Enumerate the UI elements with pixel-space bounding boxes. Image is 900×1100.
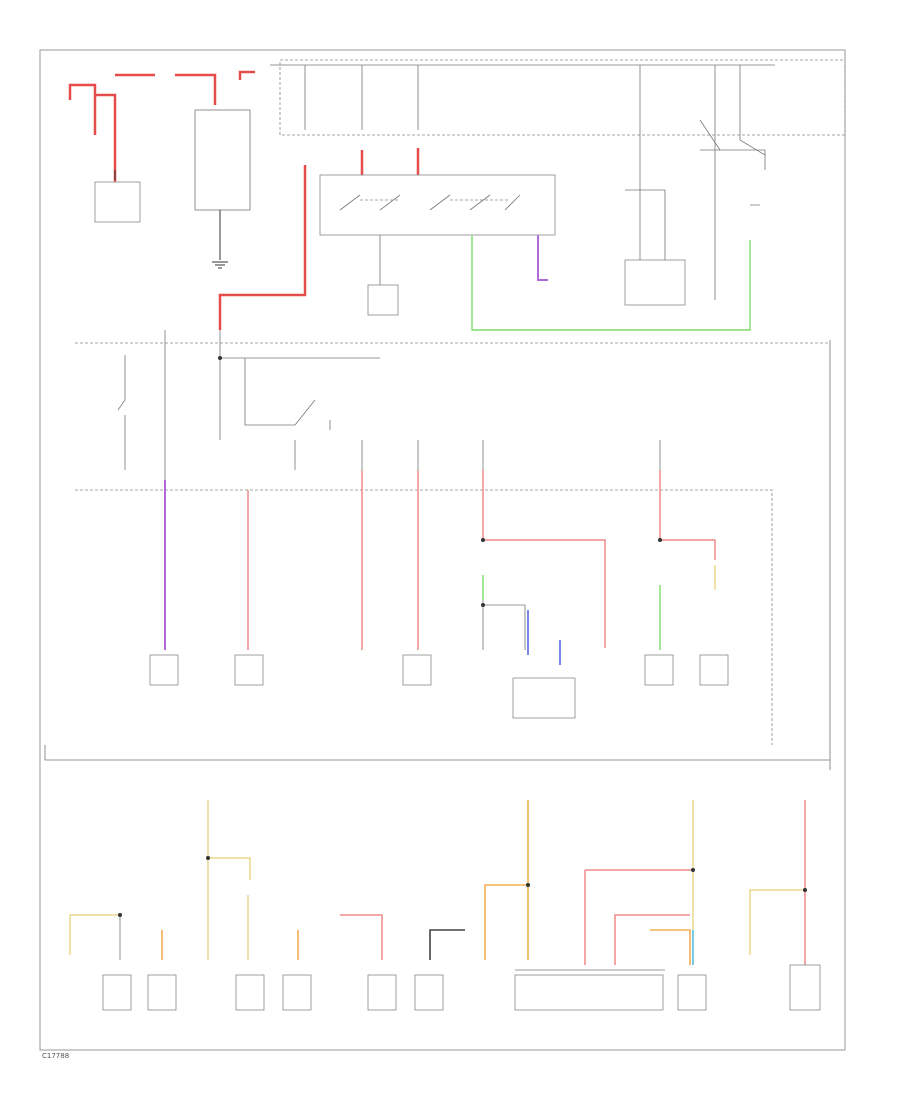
mid-box [75, 489, 773, 745]
relay-contacts [339, 194, 521, 211]
branch-wire [482, 600, 526, 650]
pink-branch-right [584, 869, 693, 965]
pink-tree-left [340, 914, 383, 960]
battery-cable-generator [68, 73, 217, 185]
splice-dot [691, 868, 695, 872]
component-6 [699, 654, 729, 686]
battery-ground-symbol [212, 261, 228, 269]
ignition-coil [414, 974, 444, 1011]
splice-dot [218, 356, 222, 360]
splice-dot [658, 538, 662, 542]
battery-cable-main [238, 70, 255, 80]
blower-relay [624, 259, 686, 306]
lower-bus [44, 745, 830, 761]
pink-wire-5 [659, 470, 716, 560]
component-5 [644, 654, 674, 686]
purple-signal-wire [537, 235, 548, 281]
injector-4 [282, 974, 312, 1011]
top-section [68, 59, 846, 331]
component-4 [512, 677, 576, 719]
splice-dots [118, 356, 807, 917]
green-signal-wire [471, 235, 751, 331]
dark-ground-wire [429, 929, 465, 960]
generator [94, 181, 141, 223]
component-3 [402, 654, 432, 686]
component-2 [234, 654, 264, 686]
sensor-module [677, 974, 707, 1011]
yellow-tree-left [69, 800, 251, 960]
relay-module [319, 174, 556, 236]
pink-wire-4 [482, 470, 606, 648]
injector-3 [235, 974, 265, 1011]
orange-main [484, 800, 529, 960]
power-distribution-relay [367, 284, 399, 316]
injector-1 [102, 974, 132, 1011]
ignition-switch-middle [117, 330, 166, 480]
oxygen-sensor [789, 964, 821, 1011]
mid-lower-section [149, 470, 729, 719]
injector-5 [367, 974, 397, 1011]
bottom-section [69, 800, 821, 1011]
hazard-switch [244, 358, 331, 430]
diagram-footer-code: C17788 [42, 1052, 69, 1060]
splice-dot [206, 856, 210, 860]
splice-dot [118, 913, 122, 917]
diagram-frame [39, 49, 846, 1051]
yellow-branch-right [749, 889, 805, 955]
injector-2 [147, 974, 177, 1011]
splice-dot [481, 538, 485, 542]
orange-branch-right [650, 929, 691, 965]
component-1 [149, 654, 179, 686]
middle-section [117, 330, 831, 770]
splice-dot [526, 883, 530, 887]
battery-box [194, 109, 251, 211]
blower-relay-coil [625, 130, 666, 260]
battery-cable-to-bus [218, 165, 307, 330]
ignition-feed [714, 204, 760, 300]
ignition-switch-contacts [699, 119, 766, 170]
fuse-box-top [279, 59, 846, 136]
engine-control-module [514, 974, 664, 1011]
splice-dot [481, 603, 485, 607]
splice-dot [803, 888, 807, 892]
